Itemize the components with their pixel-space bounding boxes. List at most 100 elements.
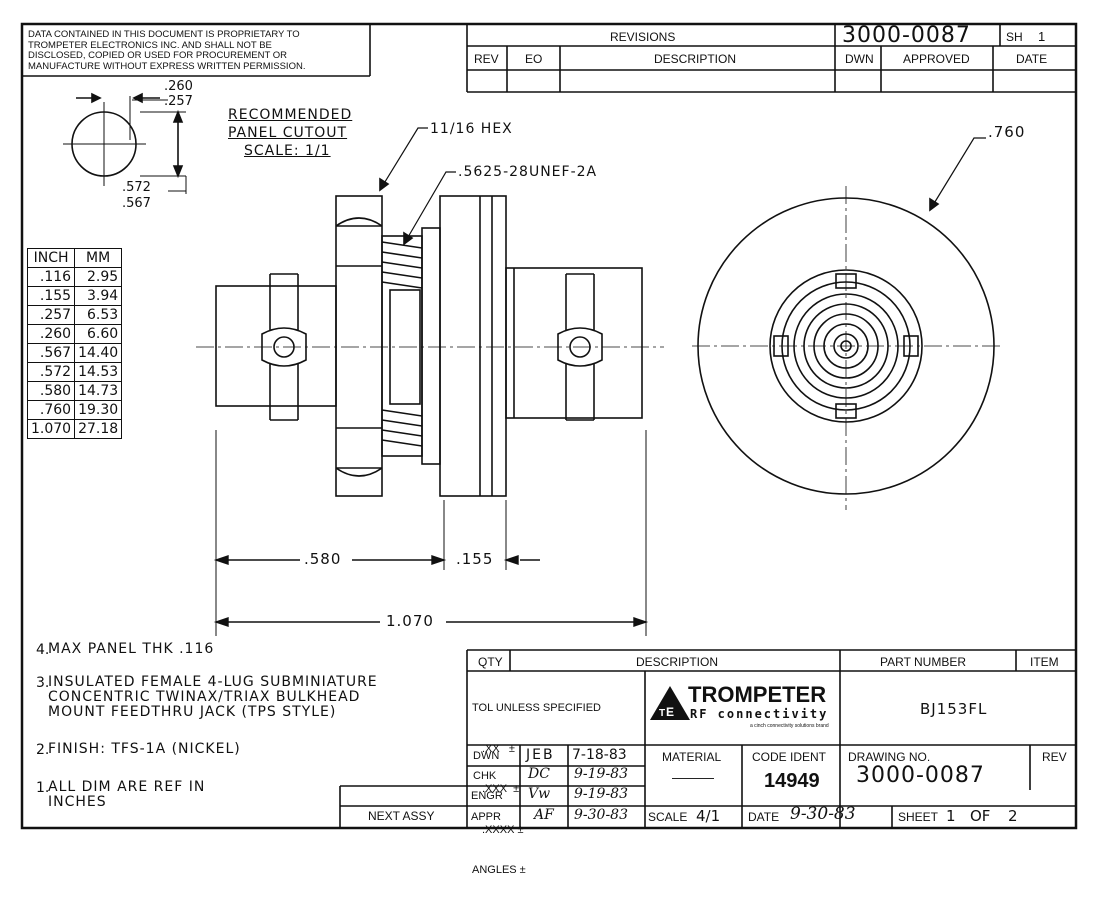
- note-4-text: MAX PANEL THK .116: [48, 641, 215, 657]
- inch-cell: .580: [26, 381, 76, 401]
- svg-text:E: E: [666, 705, 674, 719]
- chk-label: CHK: [473, 770, 497, 782]
- diameter-callout: .760: [988, 123, 1026, 141]
- svg-text:T: T: [659, 708, 665, 719]
- logo-tagline: a cinch connectivity solutions brand: [750, 723, 829, 729]
- trompeter-logo: E T TROMPETER RF connectivity a cinch co…: [650, 682, 840, 738]
- hex-callout: 11/16 HEX: [430, 121, 513, 137]
- note-1-text: ALL DIM ARE REF IN INCHES: [48, 779, 206, 810]
- conversion-header-row: INCH MM: [26, 248, 123, 268]
- dwn-initials: JEB: [526, 747, 555, 763]
- scale-label: SCALE: [648, 810, 688, 824]
- revisions-col-description: DESCRIPTION: [654, 52, 737, 66]
- cutout-height-lower: .567: [122, 196, 151, 211]
- mm-cell: 19.30: [74, 400, 123, 420]
- inch-cell: .572: [26, 362, 76, 382]
- cutout-title-line-3: SCALE: 1/1: [244, 143, 331, 159]
- connector-front-view: [692, 137, 1000, 510]
- revisions-col-rev: REV: [474, 52, 499, 66]
- panel-cutout-figure: [63, 92, 187, 194]
- revisions-grid: [22, 24, 1076, 93]
- drawing-graphics: [20, 22, 1078, 830]
- tolerance-line: ANGLES ±: [472, 864, 526, 876]
- cutout-width-upper: .260: [164, 79, 193, 94]
- material-label: MATERIAL: [662, 750, 722, 764]
- cutout-width-lower: .257: [164, 94, 193, 109]
- cutout-height-upper: .572: [122, 180, 151, 195]
- note-3-number: 3.: [36, 675, 50, 691]
- revisions-doc-number: 3000-0087: [842, 23, 971, 48]
- date-value: 9-30-83: [790, 804, 856, 824]
- revisions-col-eo: EO: [525, 52, 543, 66]
- revisions-sheet-number: 1: [1038, 29, 1046, 44]
- engr-label: ENGR: [471, 790, 503, 802]
- notice-line: TROMPETER ELECTRONICS INC. AND SHALL NOT…: [28, 39, 272, 51]
- dim-580-label: .580: [304, 550, 342, 568]
- conversion-header-inch: INCH: [26, 248, 76, 268]
- sheet-border: [20, 22, 1078, 830]
- mm-cell: 14.73: [74, 381, 123, 401]
- code-ident-label: CODE IDENT: [752, 750, 827, 764]
- inch-cell: .116: [26, 267, 76, 287]
- conversion-header-mm: MM: [74, 248, 123, 268]
- note-4-number: 4.: [36, 642, 50, 658]
- inch-cell: .260: [26, 324, 76, 344]
- appr-initials: AF: [534, 807, 554, 823]
- chk-initials: DC: [528, 766, 550, 782]
- description-label: DESCRIPTION: [636, 655, 719, 669]
- mm-cell: 6.53: [74, 305, 123, 325]
- sheet-label: SHEET: [898, 810, 939, 824]
- material-value: ———: [672, 769, 714, 785]
- engr-date: 9-19-83: [574, 786, 628, 802]
- cutout-title-line-1: RECOMMENDED: [228, 107, 353, 123]
- connector-side-view: [196, 127, 664, 497]
- mm-cell: 6.60: [74, 324, 123, 344]
- mm-cell: 3.94: [74, 286, 123, 306]
- mm-cell: 27.18: [74, 419, 123, 439]
- cutout-title-line-2: PANEL CUTOUT: [228, 125, 348, 141]
- dim-155-label: .155: [456, 550, 494, 568]
- thread-callout: .5625-28UNEF-2A: [458, 164, 598, 180]
- drawing-no-value: 3000-0087: [856, 763, 985, 788]
- rev-label: REV: [1042, 750, 1067, 764]
- mm-cell: 2.95: [74, 267, 123, 287]
- next-assy-label: NEXT ASSY: [368, 809, 435, 823]
- inch-cell: .257: [26, 305, 76, 325]
- code-ident-value: 14949: [764, 770, 820, 792]
- revisions-sheet-label: SH: [1006, 30, 1023, 44]
- mm-cell: 14.53: [74, 362, 123, 382]
- drawing-sheet: DATA CONTAINED IN THIS DOCUMENT IS PROPR…: [20, 22, 1078, 876]
- inch-cell: .155: [26, 286, 76, 306]
- date-label: DATE: [748, 810, 780, 824]
- inch-cell: .567: [26, 343, 76, 363]
- note-2-text: FINISH: TFS-1A (NICKEL): [48, 741, 241, 757]
- part-number-label: PART NUMBER: [880, 655, 967, 669]
- title-block-grid: [339, 649, 1076, 828]
- dwn-label: DWN: [473, 750, 500, 762]
- note-1-number: 1.: [36, 780, 50, 796]
- mm-cell: 14.40: [74, 343, 123, 363]
- sheet-value: 1: [946, 807, 956, 825]
- trompeter-logo-icon: E T: [650, 686, 690, 720]
- note-2-number: 2.: [36, 742, 50, 758]
- item-label: ITEM: [1030, 655, 1059, 669]
- of-value: 2: [1008, 807, 1018, 825]
- engr-initials: Vw: [528, 786, 551, 802]
- drawing-no-label: DRAWING NO.: [848, 750, 931, 764]
- of-label: OF: [970, 807, 991, 825]
- appr-date: 9-30-83: [574, 807, 628, 823]
- dim-1070-label: 1.070: [386, 612, 434, 630]
- chk-date: 9-19-83: [574, 766, 628, 782]
- tolerance-line: .XXXX ±: [482, 823, 524, 836]
- inch-cell: 1.070: [26, 419, 76, 439]
- revisions-col-dwn: DWN: [845, 52, 874, 66]
